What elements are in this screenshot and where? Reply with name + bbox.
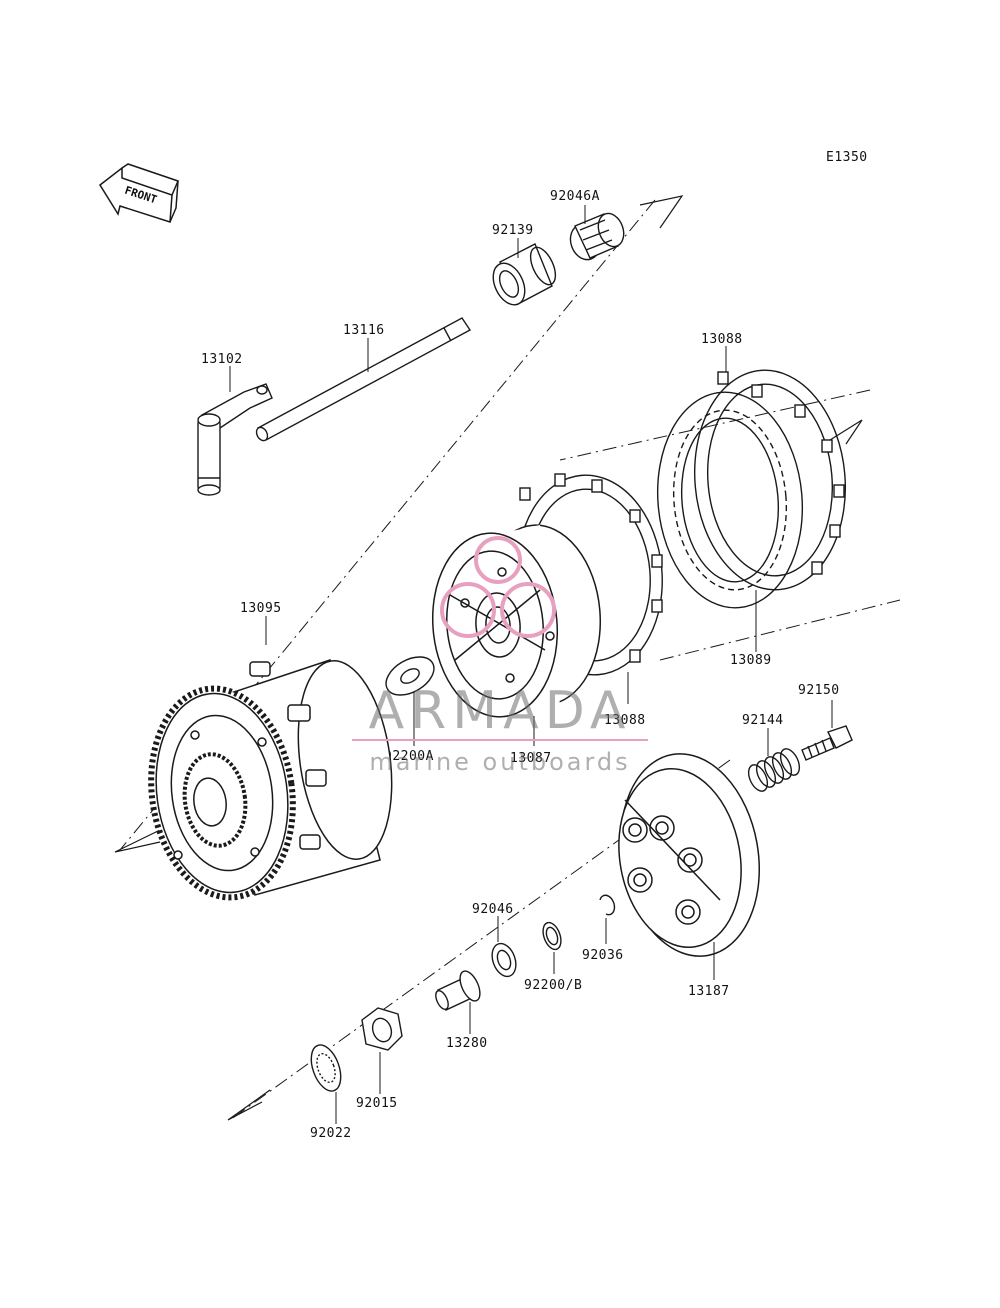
watermark-petal-top xyxy=(474,536,522,584)
part-label-13088-mid: 13088 xyxy=(604,713,646,728)
part-label-13116: 13116 xyxy=(343,323,385,338)
part-label-92022: 92022 xyxy=(310,1126,352,1141)
watermark-logo-icon xyxy=(440,536,556,638)
part-label-13087: 13087 xyxy=(510,751,552,766)
lock-washer-92022 xyxy=(310,1044,342,1092)
part-label-92036: 92036 xyxy=(582,948,624,963)
part-label-13102: 13102 xyxy=(201,352,243,367)
pusher-13280 xyxy=(435,970,481,1011)
part-label-13088-top: 13088 xyxy=(701,332,743,347)
needle-bearing-92046A xyxy=(569,212,625,261)
part-label-13089: 13089 xyxy=(730,653,772,668)
front-direction-icon: FRONT xyxy=(99,163,180,224)
washer-92200A xyxy=(385,656,435,696)
clutch-hub-13087 xyxy=(431,524,602,720)
part-label-92200A: 92200A xyxy=(384,749,434,764)
part-label-13095: 13095 xyxy=(240,601,282,616)
washer-92200B xyxy=(542,921,562,951)
clutch-housing-13095 xyxy=(148,659,393,901)
circlip-92036 xyxy=(599,894,616,916)
watermark-brand: ARMADA xyxy=(369,681,632,741)
steel-plate-13089 xyxy=(656,391,804,609)
spring-92144 xyxy=(747,748,801,792)
part-label-92139: 92139 xyxy=(492,223,534,238)
part-label-92046A: 92046A xyxy=(550,189,600,204)
watermark-petal-right xyxy=(500,582,556,638)
part-label-13187: 13187 xyxy=(688,984,730,999)
nut-92015 xyxy=(361,1007,403,1051)
part-label-92150: 92150 xyxy=(798,683,840,698)
bearing-92046 xyxy=(491,942,517,978)
part-label-92046: 92046 xyxy=(472,902,514,917)
push-rod-13116 xyxy=(255,317,472,442)
pressure-plate-13187 xyxy=(618,753,761,957)
bolt-92150 xyxy=(801,725,853,761)
watermark-petal-left xyxy=(440,582,496,638)
collar-92139 xyxy=(492,243,557,306)
part-label-92144: 92144 xyxy=(742,713,784,728)
watermark-tagline: marine outboards xyxy=(369,748,630,776)
release-lever-13102 xyxy=(197,383,273,496)
friction-plate-13088-top xyxy=(693,369,847,591)
part-label-92015: 92015 xyxy=(356,1096,398,1111)
part-label-13280: 13280 xyxy=(446,1036,488,1051)
axis-arrows xyxy=(114,195,863,1121)
diagram-code: E1350 xyxy=(826,150,868,165)
part-label-92200B: 92200/B xyxy=(524,978,582,993)
watermark: ARMADA marine outboards xyxy=(352,536,648,776)
